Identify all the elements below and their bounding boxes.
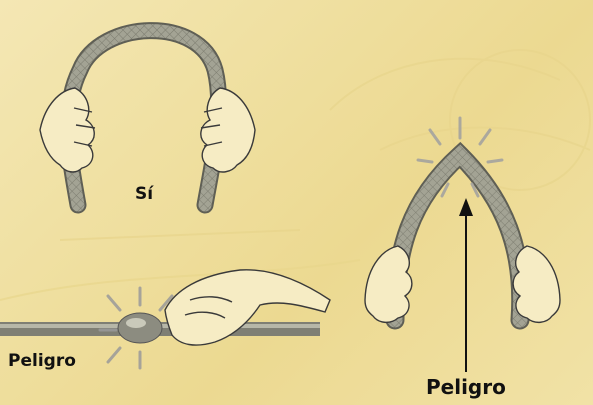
hand-icon — [365, 246, 412, 322]
hand-icon — [513, 246, 560, 322]
label-danger-kink: Peligro — [8, 353, 76, 370]
hose-bent-correctly — [68, 31, 218, 205]
hand-icon — [40, 88, 95, 172]
label-correct: Sí — [135, 186, 153, 203]
arrow-up-icon — [459, 198, 473, 372]
hose-folded — [395, 155, 521, 320]
hose-kinked — [0, 313, 320, 343]
hand-icon — [201, 88, 255, 172]
label-danger-fold: Peligro — [426, 377, 506, 397]
background-watermark — [0, 50, 590, 300]
